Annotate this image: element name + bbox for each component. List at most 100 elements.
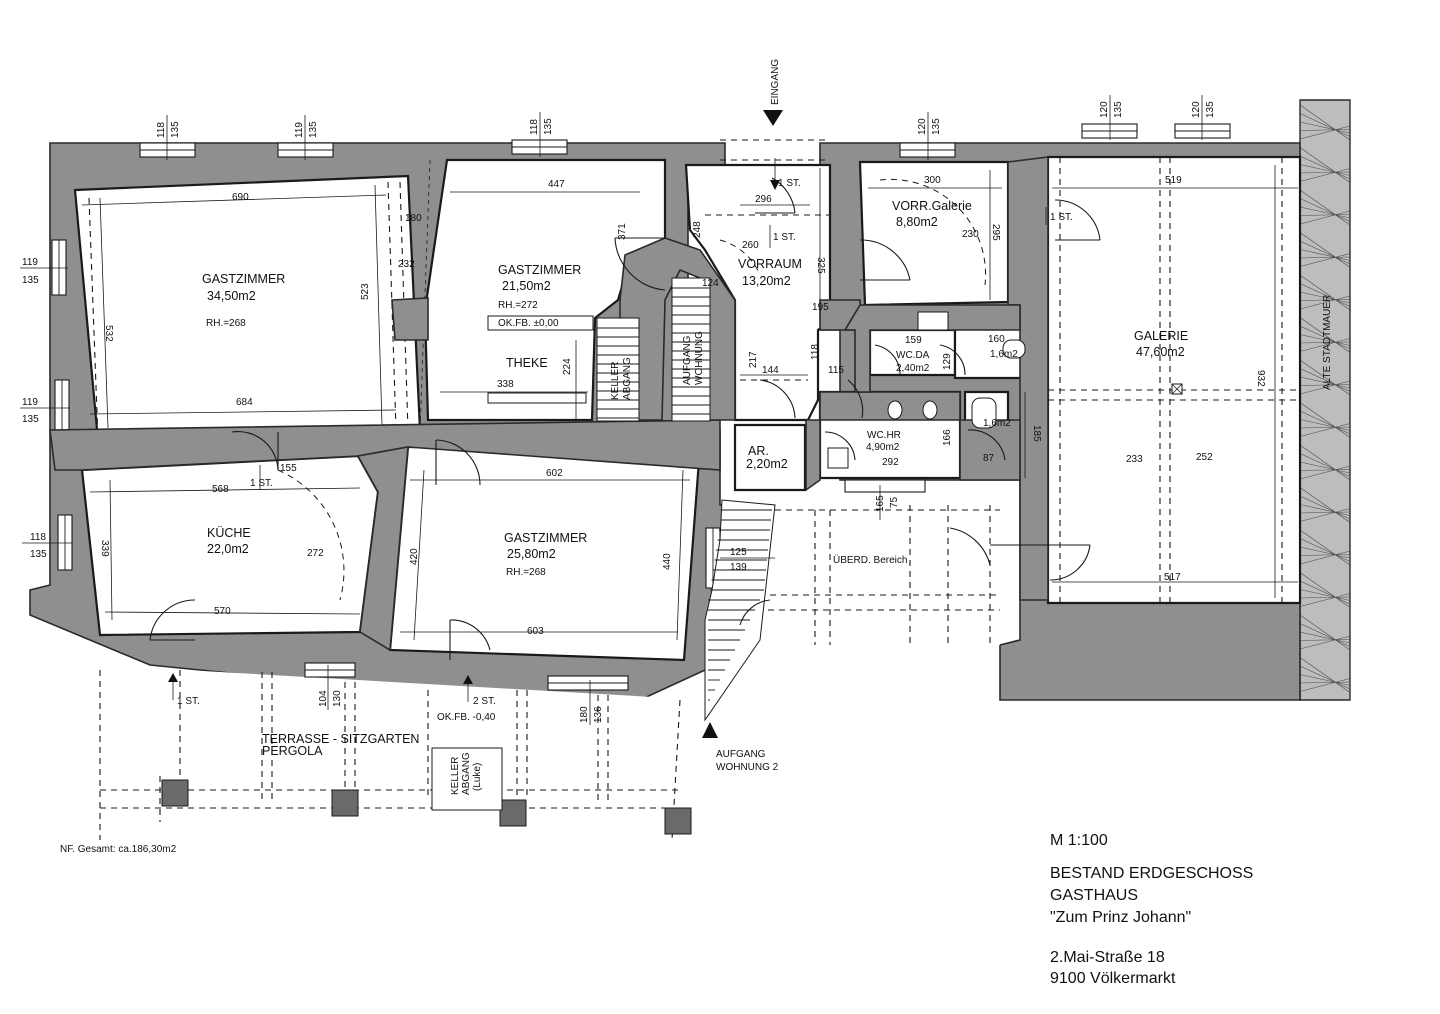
window-bottom-2 — [547, 675, 629, 691]
dim-217: 217 — [748, 351, 759, 368]
ueberd-label: ÜBERD. Bereich — [833, 554, 907, 566]
win-dim-l1a: 119 — [22, 257, 38, 268]
dim-252: 252 — [1196, 452, 1213, 463]
aufgang2-line2: WOHNUNG 2 — [716, 762, 779, 773]
hatch-line — [1299, 410, 1351, 435]
alte-stadtmauer-label: ALTE STADTMAUER — [1322, 295, 1333, 390]
window-top-4 — [899, 142, 956, 158]
hatch-line — [1299, 487, 1351, 523]
dim-296: 296 — [755, 194, 772, 205]
dim-603: 603 — [527, 626, 544, 637]
window-top-2 — [277, 142, 334, 158]
dim-144: 144 — [762, 365, 779, 376]
keller-luke-line2: ABGANG — [461, 752, 472, 795]
step-label-galerie: 1 ST. — [1050, 212, 1073, 223]
chimney-marker — [1171, 383, 1183, 395]
hatch-line — [1299, 596, 1351, 599]
urinal-2 — [922, 400, 938, 420]
wc-hr-name: WC.HR — [867, 430, 901, 441]
arrows — [168, 110, 1047, 738]
win-dim-t5a: 120 — [1099, 101, 1110, 118]
vorr-galerie-name: VORR.Galerie — [892, 199, 972, 213]
dim-230: 230 — [962, 229, 979, 240]
hatch-line — [1299, 674, 1351, 686]
wc-da-name: WC.DA — [896, 350, 930, 361]
eingang-label: EINGANG — [770, 59, 781, 105]
win-dim-l3a: 118 — [30, 532, 46, 543]
gastzimmer2-area: 21,50m2 — [502, 279, 551, 293]
stair-aufgang-wohnung — [671, 277, 711, 422]
dim-295: 295 — [990, 224, 1001, 241]
hatch-line — [1299, 129, 1351, 131]
hatch-line — [1299, 171, 1351, 174]
dim-118: 118 — [810, 344, 821, 360]
window-covered — [844, 479, 926, 493]
galerie-name: GALERIE — [1134, 329, 1188, 343]
hatch-line — [1299, 376, 1351, 389]
dim-300: 300 — [924, 175, 941, 186]
wc-hr-area: 4,90m2 — [866, 442, 900, 453]
step-label-kitchen-door: 1 ST. — [250, 478, 273, 489]
windows — [51, 123, 1231, 691]
step-label-entry: 1 ST. — [778, 178, 801, 189]
hatch-line — [1299, 554, 1351, 556]
hatch-line — [1299, 681, 1351, 684]
dim-684: 684 — [236, 397, 253, 408]
hatch-line — [1299, 283, 1351, 307]
hatch-line — [1299, 380, 1351, 395]
dim-338: 338 — [497, 379, 514, 390]
dim-166: 166 — [942, 429, 953, 446]
title-line1: BESTAND ERDGESCHOSS — [1050, 865, 1253, 882]
entry-arrow-icon — [763, 110, 783, 126]
dim-233: 233 — [1126, 454, 1143, 465]
dim-232: 232 — [398, 259, 415, 270]
dim-155: 155 — [280, 463, 297, 474]
wc-da-area: 2,40m2 — [896, 363, 930, 374]
hatch-line — [1299, 678, 1351, 692]
gastzimmer1-area: 34,50m2 — [207, 289, 256, 303]
hatch-line — [1299, 665, 1351, 690]
gastzimmer3-area: 25,80m2 — [507, 547, 556, 561]
hatch-line — [1299, 317, 1351, 353]
hatch-line — [1299, 426, 1351, 429]
theke-back — [487, 392, 587, 404]
hatch-line — [1299, 338, 1351, 352]
hatch-line — [1299, 168, 1351, 182]
dimension-lines — [81, 165, 1298, 641]
hatch-line — [1299, 639, 1351, 641]
covered-area — [765, 492, 1000, 645]
hatch-line — [1299, 359, 1351, 396]
hatch-line — [1299, 384, 1351, 386]
vorraum-name: VORRAUM — [738, 257, 802, 271]
dim-532: 532 — [103, 325, 114, 342]
win-dim-b2a: 180 — [579, 706, 590, 723]
terrasse-line2: PERGOLA — [262, 744, 323, 758]
aufgang-wohnung-line1: AUFGANG — [682, 335, 693, 385]
dim-185: 185 — [1031, 425, 1042, 442]
hatch-line — [1299, 511, 1351, 514]
hatch-line — [1299, 529, 1351, 566]
hatch-line — [1299, 295, 1351, 310]
gastzimmer3-name: GASTZIMMER — [504, 531, 587, 545]
dim-519: 519 — [1165, 175, 1182, 186]
hatch-line — [1299, 614, 1351, 651]
hatch-line — [1299, 550, 1351, 565]
step-label-vorraum: 1 ST. — [773, 232, 796, 243]
window-top-3 — [511, 139, 568, 155]
win-dim-l2a: 119 — [22, 397, 38, 408]
dim-115: 115 — [828, 365, 844, 376]
keller-luke-hatch — [431, 747, 503, 811]
win-dim-t1b: 135 — [170, 121, 181, 138]
hatch-line — [1299, 580, 1351, 605]
hatch-line — [1299, 232, 1351, 268]
dim-570: 570 — [214, 606, 231, 617]
aufgang2-line1: AUFGANG — [716, 749, 766, 760]
hatch-line — [1299, 589, 1351, 601]
hatch-line — [1299, 274, 1351, 311]
nf-total: NF. Gesamt: ca.186,30m2 — [60, 844, 177, 855]
title-block: NF. Gesamt: ca.186,30m2 M 1:100 BESTAND … — [60, 832, 1253, 987]
hatch-line — [1299, 206, 1351, 219]
win-dim-b2b: 136 — [593, 706, 604, 723]
aufgang-wohnung-line2: WOHNUNG — [694, 331, 705, 385]
